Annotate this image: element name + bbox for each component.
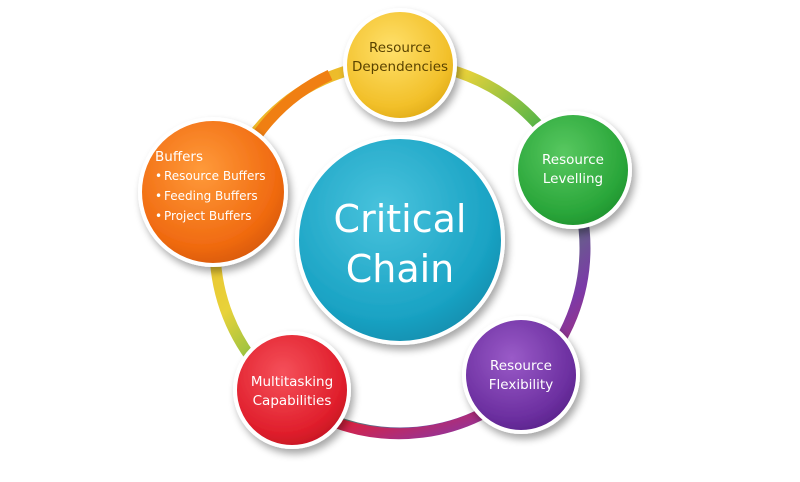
- buffers-item-project-buffers: Project Buffers: [164, 209, 252, 223]
- buffers-item-resource-buffers: Resource Buffers: [164, 169, 266, 183]
- resource-flexibility-line2: Flexibility: [489, 377, 553, 393]
- node-buffers: [138, 117, 288, 267]
- buffers-bullet: •: [155, 189, 162, 203]
- buffers-bullet: •: [155, 209, 162, 223]
- resource-levelling-line1: Resource: [542, 152, 604, 168]
- center-node-critical-chain: [295, 135, 505, 345]
- buffers-title: Buffers: [155, 149, 203, 165]
- multitasking-capabilities-line2: Capabilities: [253, 393, 332, 409]
- buffers-item-feeding-buffers: Feeding Buffers: [164, 189, 258, 203]
- node-resource-levelling: [514, 111, 632, 229]
- node-resource-flexibility: [462, 316, 580, 434]
- multitasking-capabilities-line1: Multitasking: [251, 374, 333, 390]
- buffers-bullet: •: [155, 169, 162, 183]
- resource-dependencies-line2: Dependencies: [352, 59, 448, 75]
- node-resource-dependencies: [343, 8, 457, 122]
- buffers-list: • Resource Buffers • Feeding Buffers • P…: [155, 169, 266, 223]
- center-title-line1: Critical: [334, 197, 467, 241]
- resource-dependencies-line1: Resource: [369, 40, 431, 56]
- node-multitasking-capabilities: [233, 331, 351, 449]
- resource-levelling-line2: Levelling: [543, 171, 603, 187]
- center-title-line2: Chain: [346, 247, 455, 291]
- resource-flexibility-line1: Resource: [490, 358, 552, 374]
